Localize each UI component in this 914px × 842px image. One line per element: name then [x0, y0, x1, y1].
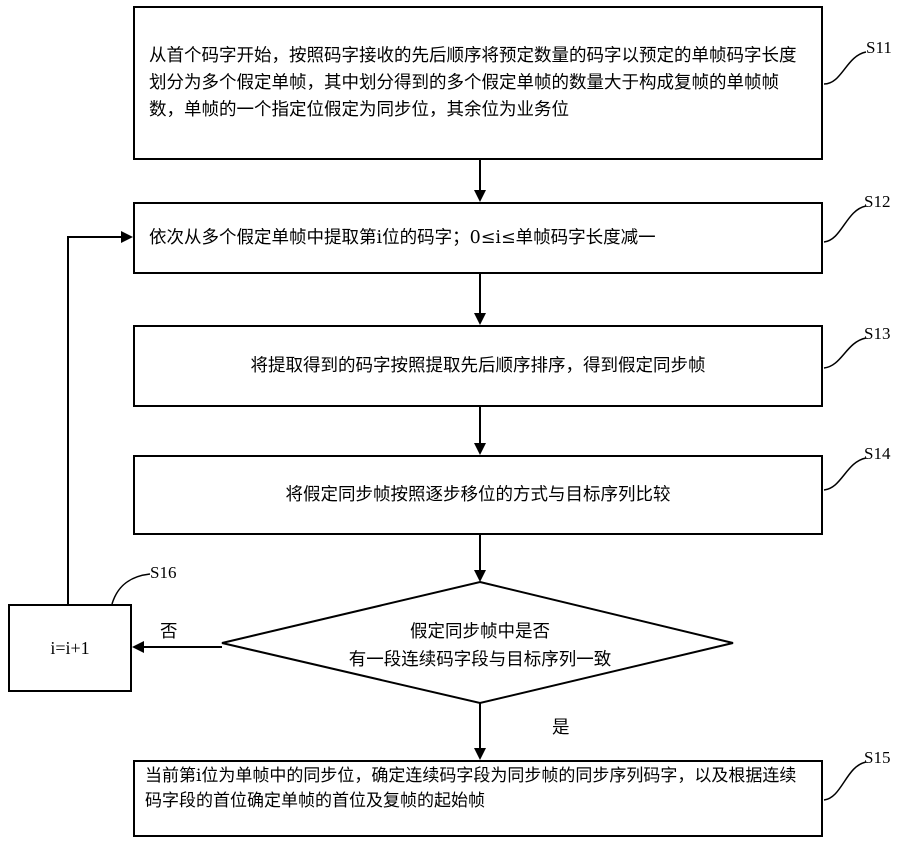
loop-back-line	[68, 237, 131, 604]
step-s12-box: 依次从多个假定单帧中提取第i位的码字；0≤i≤单帧码字长度减一	[133, 202, 823, 274]
step-s11-text: 从首个码字开始，按照码字接收的先后顺序将预定数量的码字以预定的单帧码字长度划分为…	[149, 43, 807, 124]
step-s14-box: 将假定同步帧按照逐步移位的方式与目标序列比较	[133, 455, 823, 535]
leader-s13	[824, 338, 866, 368]
step-s12-text: 依次从多个假定单帧中提取第i位的码字；0≤i≤单帧码字长度减一	[149, 225, 656, 252]
decision-line-1: 假定同步帧中是否	[260, 618, 700, 646]
step-s11-box: 从首个码字开始，按照码字接收的先后顺序将预定数量的码字以预定的单帧码字长度划分为…	[133, 6, 823, 160]
leader-s11	[824, 52, 866, 84]
step-s16-text: i=i+1	[50, 635, 89, 662]
label-s14: S14	[864, 444, 890, 464]
step-s13-box: 将提取得到的码字按照提取先后顺序排序，得到假定同步帧	[133, 325, 823, 407]
step-s13-text: 将提取得到的码字按照提取先后顺序排序，得到假定同步帧	[251, 353, 706, 380]
leader-s12	[824, 206, 866, 242]
leader-s16	[112, 574, 150, 604]
step-s14-text: 将假定同步帧按照逐步移位的方式与目标序列比较	[286, 482, 671, 509]
label-s11: S11	[866, 38, 892, 58]
step-s15-text: 当前第i位为单帧中的同步位，确定连续码字段为同步帧的同步序列码字，以及根据连续码…	[145, 764, 811, 814]
decision-text: 假定同步帧中是否 有一段连续码字段与目标序列一致	[260, 618, 700, 674]
label-s15: S15	[864, 748, 890, 768]
leader-s15	[824, 762, 866, 800]
branch-yes-label: 是	[552, 714, 570, 739]
decision-line-2: 有一段连续码字段与目标序列一致	[260, 646, 700, 674]
step-s15-box: 当前第i位为单帧中的同步位，确定连续码字段为同步帧的同步序列码字，以及根据连续码…	[133, 760, 823, 837]
label-s12: S12	[864, 192, 890, 212]
label-s13: S13	[864, 324, 890, 344]
step-s16-box: i=i+1	[8, 604, 132, 692]
leader-s14	[824, 458, 866, 490]
label-s16: S16	[150, 563, 176, 583]
branch-no-label: 否	[160, 618, 178, 643]
